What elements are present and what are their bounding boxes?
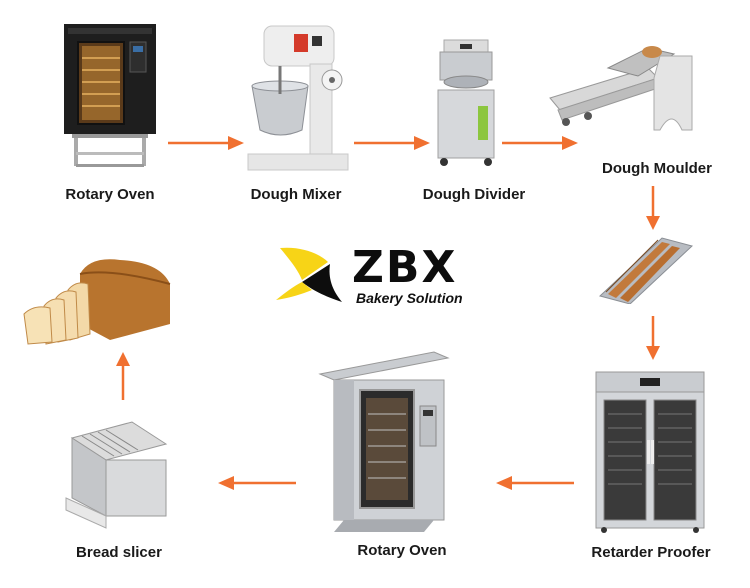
baguette-tray-icon [599,237,693,304]
sliced-bread-illustration [20,254,180,346]
rotary-rack-oven-illustration [314,346,454,536]
arrow-divider-to-moulder [502,136,578,150]
convection-oven-icon [64,24,156,167]
step-label-retarder-proofer: Retarder Proofer [591,544,711,561]
step-label-dough-divider: Dough Divider [422,186,526,203]
dough-moulder-icon [549,46,693,131]
convection-oven-illustration [62,22,158,170]
step-label-dough-moulder: Dough Moulder [602,160,712,177]
dough-moulder-illustration [548,38,694,142]
step-label-rotary-oven-1: Rotary Oven [65,186,155,203]
dough-divider-illustration [434,36,498,168]
arrow-rotary-oven-to-slicer [218,476,296,490]
brand-tagline: Bakery Solution [356,290,463,306]
baguette-tray-illustration [596,232,696,304]
proofer-illustration [594,370,706,534]
step-label-dough-mixer: Dough Mixer [250,186,342,203]
zbx-logo: ZBX Bakery Solution [272,240,492,310]
arrow-moulder-to-tray [646,186,660,230]
arrow-oven-to-mixer [168,136,244,150]
step-label-bread-slicer: Bread slicer [76,544,162,561]
planetary-mixer-icon [247,25,349,171]
proofer-cabinet-icon [595,371,705,533]
arrow-mixer-to-divider [354,136,430,150]
arrow-tray-to-proofer [646,316,660,360]
zbx-emblem-icon [276,247,342,302]
bread-slicer-icon [65,421,168,529]
step-label-rotary-oven-2: Rotary Oven [357,542,447,559]
sliced-bread-icon [23,259,171,345]
rotary-rack-oven-icon [318,351,450,532]
arrow-slicer-to-bread [116,352,130,400]
arrow-proofer-to-rotary-oven [496,476,574,490]
dough-mixer-illustration [246,24,350,174]
brand-name: ZBX [352,242,458,293]
dough-divider-icon [437,39,495,166]
bread-slicer-illustration [62,408,172,534]
